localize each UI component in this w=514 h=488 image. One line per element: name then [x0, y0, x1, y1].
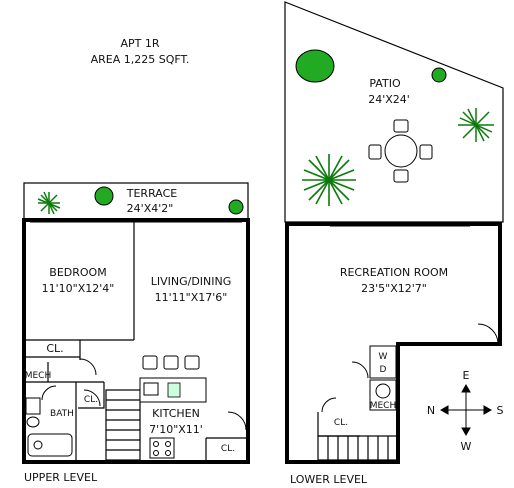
upper-level-caption: UPPER LEVEL [24, 471, 98, 484]
patio-name: PATIO [369, 77, 401, 90]
terrace-plant-2 [228, 199, 244, 215]
patio-chair-e [419, 144, 433, 160]
upper-stair-treads [106, 399, 140, 451]
terrace-size: 24'X4'2" [127, 202, 174, 215]
apartment-name: APT 1R [120, 37, 159, 50]
patio-outline [284, 1, 504, 223]
compass-south: S [497, 404, 504, 417]
lower-stair-treads [327, 436, 389, 460]
patio-chair-s [393, 169, 409, 183]
patio-tree [295, 49, 335, 83]
patio-chair-n [393, 119, 409, 133]
upper-stair [105, 389, 141, 461]
patio-plant-small [431, 67, 447, 83]
lower-mech-label: MECH [370, 401, 397, 411]
compass-rose [439, 383, 493, 437]
upper-level: TERRACE 24'X4'2" BEDROOM 11'10"X12'4" LI… [22, 182, 250, 484]
recreation-name: RECREATION ROOM [340, 266, 448, 279]
stool-3 [184, 355, 200, 370]
kitchen-size: 7'10"X11' [149, 423, 203, 436]
compass-north: N [427, 404, 435, 417]
patio-shrub-1 [302, 154, 356, 206]
upper-outer-wall [22, 218, 250, 464]
title-block: APT 1R AREA 1,225 SQFT. [91, 37, 190, 66]
apartment-area: AREA 1,225 SQFT. [91, 53, 190, 66]
bedroom-closet-label: CL. [46, 342, 63, 355]
patio-shrub-2 [458, 108, 494, 142]
bathtub [27, 433, 73, 457]
bath-door-swing [83, 389, 101, 407]
lower-closet-door-swing [321, 397, 337, 413]
washer-label: W [379, 352, 388, 362]
compass-west: W [461, 440, 472, 453]
entry-door-swing [227, 411, 247, 431]
bath-sink [25, 397, 41, 415]
lower-closet-label: CL. [334, 418, 348, 428]
bedroom-door-swing [79, 358, 97, 376]
washer-dryer [369, 345, 397, 379]
terrace-name: TERRACE [126, 187, 178, 200]
terrace-plant-1 [94, 186, 114, 206]
patio-table [384, 134, 418, 168]
stove [149, 437, 175, 459]
dryer-label: D [380, 365, 387, 375]
kitchen-name: KITCHEN [152, 407, 200, 420]
living-name: LIVING/DINING [151, 275, 232, 288]
hall-closet-wall [78, 382, 105, 409]
patio-chair-w [368, 144, 382, 160]
patio-size: 24'X24' [368, 93, 410, 106]
laundry-door-swing [351, 361, 369, 379]
water-heater [375, 383, 391, 399]
bedroom-size: 11'10"X12'4" [42, 282, 115, 295]
dishwasher [167, 382, 181, 398]
kitchen-closet-label: CL. [221, 444, 235, 454]
stool-2 [163, 355, 179, 370]
lower-level-caption: LOWER LEVEL [290, 473, 368, 486]
rec-door-swing [477, 323, 499, 345]
recreation-size: 23'5"X12'7" [361, 282, 427, 295]
terrace-shrub [37, 191, 61, 215]
bedroom-name: BEDROOM [49, 266, 106, 279]
lower-outer-wall [285, 222, 502, 464]
stool-1 [142, 355, 158, 370]
living-size: 11'11"X17'6" [155, 291, 228, 304]
bath-entry-swing [41, 385, 57, 401]
toilet [26, 416, 40, 428]
upper-mech-label: MECH [25, 371, 52, 381]
bath-label: BATH [50, 409, 74, 419]
kitchen-sink [143, 382, 159, 396]
hall-closet-label: CL. [84, 395, 98, 405]
compass-east: E [463, 369, 470, 382]
lower-level: PATIO 24'X24' RECREATION ROOM 23'5"X12'7… [284, 1, 504, 486]
